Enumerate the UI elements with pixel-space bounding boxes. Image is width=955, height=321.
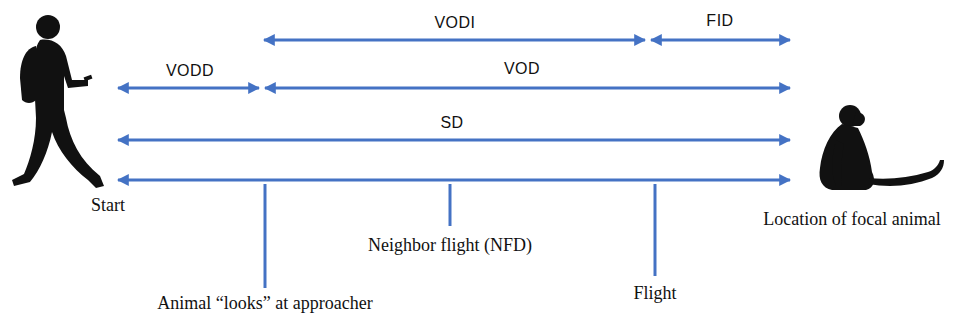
start-label: Start (91, 196, 125, 216)
walker-silhouette (12, 15, 104, 188)
distance-label: FID (706, 12, 733, 30)
sd-arrow (118, 139, 790, 142)
event-label: Flight (633, 284, 676, 304)
flight-tick (654, 184, 657, 276)
base-arrow (118, 179, 790, 182)
distance-label: SD (440, 114, 463, 132)
location-label: Location of focal animal (763, 210, 940, 230)
fid-arrow (651, 39, 790, 42)
neighbor-tick (449, 184, 452, 226)
vodd-arrow (118, 87, 259, 90)
vodi-arrow (264, 39, 645, 42)
distance-label: VOD (504, 60, 540, 78)
distance-label: VODI (434, 14, 475, 32)
distance-label: VODD (166, 62, 214, 80)
monkey-silhouette (820, 105, 945, 190)
event-label: Neighbor flight (NFD) (368, 236, 532, 256)
vod-arrow (265, 87, 790, 90)
look-tick (264, 184, 267, 288)
event-label: Animal “looks” at approacher (157, 294, 372, 314)
